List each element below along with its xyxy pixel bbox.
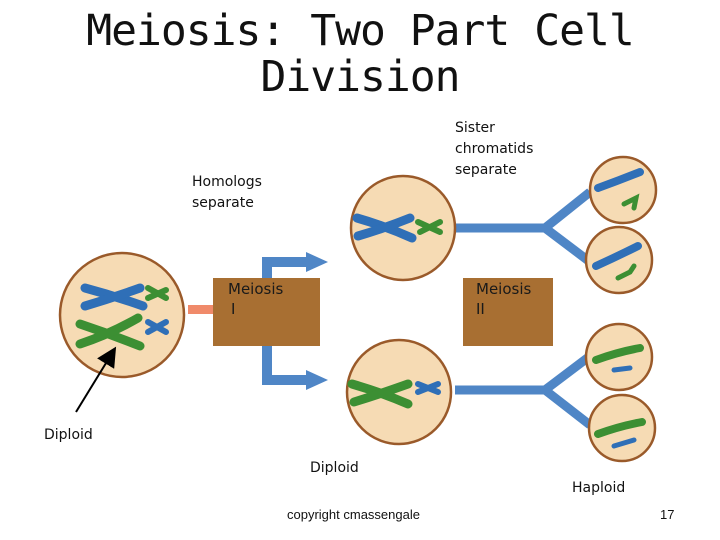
homolog-pair-blue [80, 283, 148, 311]
branch-bottom-up [455, 352, 593, 395]
meiosis-2-box [463, 278, 553, 346]
haploid-cell-1 [588, 155, 658, 225]
sister-chromatids-line-2: chromatids [455, 141, 534, 157]
haploid-cell-3 [584, 322, 654, 392]
meiosis-1-box [213, 278, 320, 346]
copyright-text: copyright cmassengale [287, 507, 420, 522]
arrow-to-top-cell-head [306, 252, 328, 272]
page-number: 17 [660, 507, 675, 522]
meiosis-1-label: Meiosis I [228, 279, 283, 319]
meiosis-2-label: Meiosis II [476, 279, 531, 319]
meiosis-1-line-2: I [231, 300, 236, 318]
haploid-cell-2 [584, 225, 654, 295]
branch-top-down [542, 224, 593, 266]
homolog-pair-green [75, 313, 145, 351]
arrow-to-bottom-cell-head [306, 370, 328, 390]
sister-chromatids-line-3: separate [455, 162, 517, 178]
meiosis-2-line-2: II [476, 300, 485, 318]
branch-top-up [455, 188, 593, 233]
title-line-2: Division [260, 52, 460, 102]
connector-bar [188, 305, 214, 314]
arrow-to-bottom-cell [262, 340, 308, 385]
homologs-separate-line-2: separate [192, 195, 254, 211]
haploid-cell-4 [587, 393, 657, 463]
sister-chromatids-line-1: Sister [455, 120, 495, 136]
diploid-pointer-arrow [75, 346, 117, 413]
page-title: Meiosis: Two Part Cell Division [40, 8, 680, 100]
meiosis-1-line-1: Meiosis [228, 280, 284, 298]
diploid-parent-cell [58, 251, 186, 379]
branch-bottom-down [542, 386, 593, 429]
title-line-1: Meiosis: Two Part Cell [86, 6, 635, 56]
meiosis-2-line-1: Meiosis [476, 280, 532, 298]
diploid-left-label: Diploid [44, 427, 93, 443]
haploid-label: Haploid [572, 480, 626, 496]
diploid-middle-label: Diploid [310, 460, 359, 476]
homologs-separate-line-1: Homologs [192, 174, 262, 190]
daughter-cell-top [349, 174, 457, 282]
sister-chromatids-label: Sister chromatids separate [455, 118, 533, 181]
small-chromosome-green [145, 285, 169, 301]
small-chromosome-blue [145, 319, 169, 335]
daughter-cell-bottom [345, 338, 453, 446]
homologs-separate-label: Homologs separate [192, 172, 262, 214]
